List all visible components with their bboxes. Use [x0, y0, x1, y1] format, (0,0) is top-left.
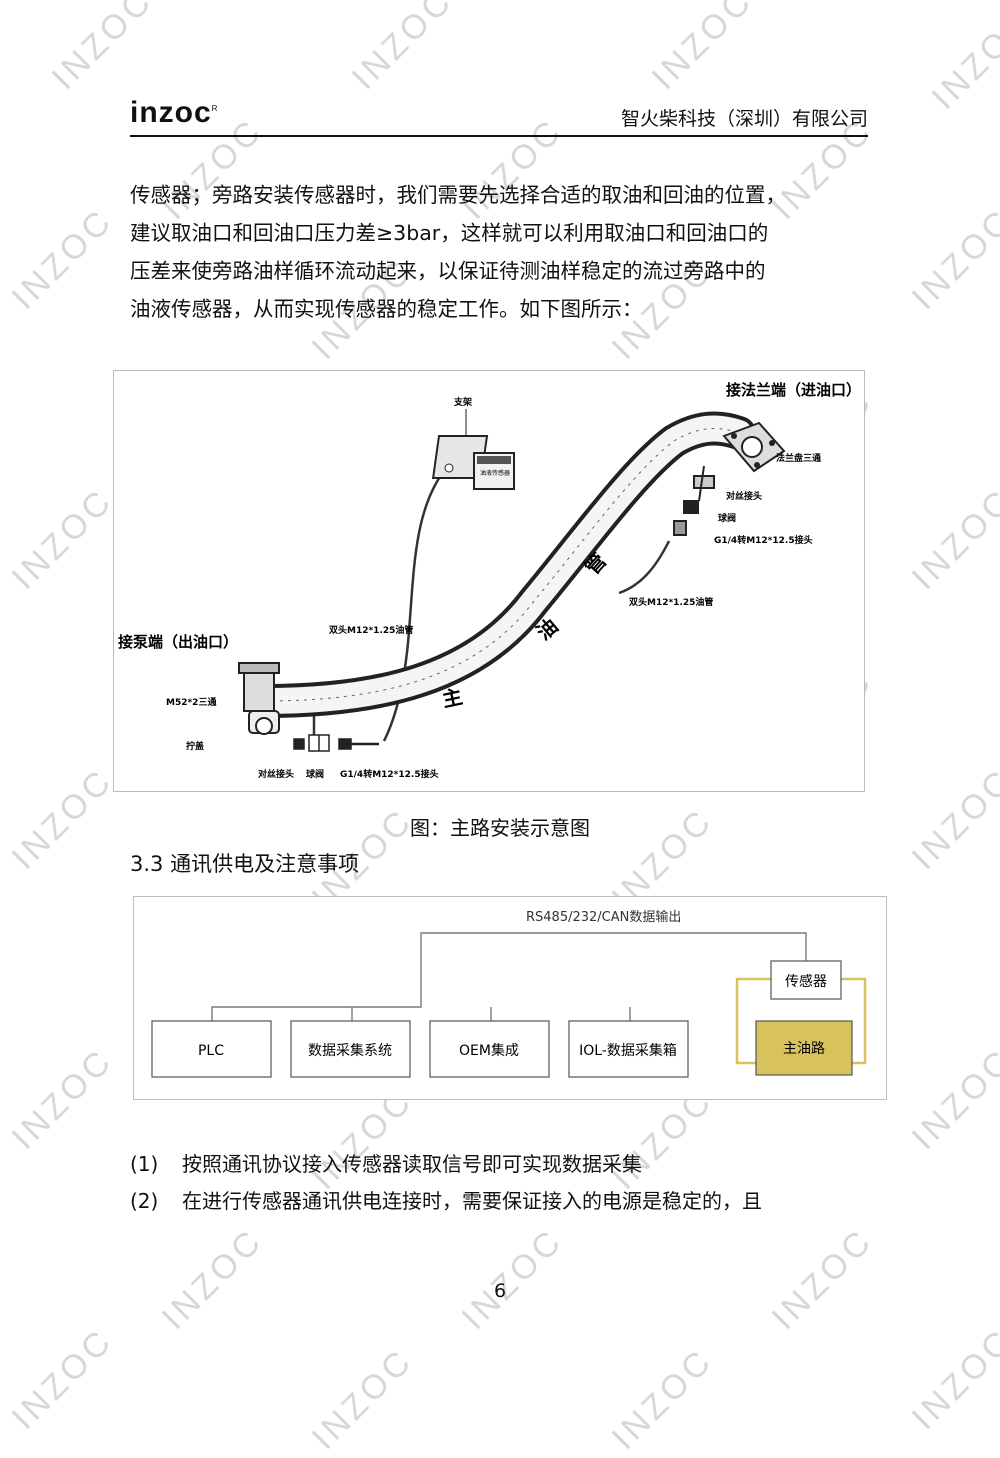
svg-text:OEM集成: OEM集成: [459, 1042, 519, 1059]
label-flange-end: 接法兰端（进油口）: [726, 381, 861, 399]
pipe-char: 主: [440, 684, 465, 712]
bus-lines: [211, 932, 807, 1021]
oil-sensor: 油液传感器: [473, 452, 515, 490]
section-heading: 3.3 通讯供电及注意事项: [130, 852, 360, 876]
label-hose-top: 双头M12*1.25油管: [629, 596, 713, 608]
watermark-text: INZOC: [644, 0, 761, 98]
label-adapter-top: G1/4转M12*12.5接头: [714, 534, 813, 546]
label-adapter-bottom: G1/4转M12*12.5接头: [340, 768, 439, 780]
list-item: (2) 在进行传感器通讯供电连接时，需要保证接入的电源是稳定的，且: [130, 1183, 762, 1220]
main-oil-line-box: 主油路: [755, 1020, 853, 1076]
body-line: 压差来使旁路油样循环流动起来，以保证待测油样稳定的流过旁路中的: [130, 259, 766, 283]
device-box-oem: OEM集成: [429, 1020, 550, 1078]
notes-list: (1) 按照通讯协议接入传感器读取信号即可实现数据采集 (2) 在进行传感器通讯…: [130, 1146, 762, 1220]
watermark-text: INZOC: [4, 481, 121, 598]
sensor-box: 传感器: [770, 960, 842, 1000]
list-text: 按照通讯协议接入传感器读取信号即可实现数据采集: [182, 1152, 642, 1176]
body-line: 油液传感器，从而实现传感器的稳定工作。如下图所示：: [130, 297, 643, 321]
device-box-iol: IOL-数据采集箱: [568, 1020, 689, 1078]
watermark-text: INZOC: [924, 1, 1000, 118]
watermark-text: INZOC: [4, 201, 121, 318]
label-cap: 拧盖: [186, 740, 204, 752]
watermark-text: INZOC: [44, 0, 161, 98]
flange-tee: [722, 421, 786, 473]
label-coupler-top: 对丝接头: [726, 490, 762, 502]
bus-label: RS485/232/CAN数据输出: [526, 909, 681, 925]
list-item: (1) 按照通讯协议接入传感器读取信号即可实现数据采集: [130, 1146, 762, 1183]
oil-hose-top: [382, 470, 446, 742]
watermark-text: INZOC: [4, 1321, 121, 1438]
label-flange-tee: 法兰盘三通: [776, 452, 821, 464]
label-bracket: 支架: [453, 396, 472, 408]
watermark-text: INZOC: [904, 1041, 1000, 1158]
label-hose-left: 双头M12*1.25油管: [329, 624, 413, 636]
watermark-text: INZOC: [344, 0, 461, 98]
company-name: 智火柴科技（深圳）有限公司: [620, 108, 868, 130]
svg-text:PLC: PLC: [198, 1043, 224, 1059]
svg-text:数据采集系统: 数据采集系统: [308, 1042, 392, 1059]
body-paragraph: 传感器；旁路安装传感器时，我们需要先选择合适的取油和回油的位置， 建议取油口和回…: [130, 176, 870, 328]
device-box-plc: PLC: [151, 1020, 272, 1078]
main-line-installation-diagram: 主 油 管 油液传感器: [113, 370, 865, 792]
body-line: 建议取油口和回油口压力差≥3bar，这样就可以利用取油口和回油口的: [130, 221, 769, 245]
watermark-text: INZOC: [4, 1041, 121, 1158]
label-tee: M52*2三通: [166, 696, 216, 708]
page-number: 6: [493, 1280, 507, 1302]
watermark-text: INZOC: [904, 481, 1000, 598]
figure-caption: 图：主路安装示意图: [410, 816, 590, 840]
watermark-text: INZOC: [904, 1321, 1000, 1438]
list-text: 在进行传感器通讯供电连接时，需要保证接入的电源是稳定的，且: [182, 1189, 762, 1213]
page-header: inzocR 智火柴科技（深圳）有限公司: [130, 92, 868, 136]
label-pump-end: 接泵端（出油口）: [118, 633, 238, 651]
header-divider: [130, 135, 868, 137]
body-line: 传感器；旁路安装传感器时，我们需要先选择合适的取油和回油的位置，: [130, 183, 786, 207]
svg-text:主油路: 主油路: [783, 1041, 825, 1057]
watermark-text: INZOC: [904, 201, 1000, 318]
label-valve-top: 球阀: [718, 512, 736, 524]
oil-hose-right: [618, 540, 671, 595]
pump-tee: [238, 662, 280, 735]
sensor-label: 油液传感器: [480, 469, 510, 477]
label-coupler-bottom: 对丝接头: [258, 768, 294, 780]
label-valve-bottom: 球阀: [306, 768, 324, 780]
watermark-text: INZOC: [604, 1341, 721, 1458]
fittings-bottom: [293, 734, 379, 752]
watermark-text: INZOC: [304, 1341, 421, 1458]
device-box-daq: 数据采集系统: [290, 1020, 411, 1078]
svg-text:传感器: 传感器: [785, 973, 827, 990]
list-number: (2): [130, 1189, 159, 1213]
inzoc-logo: inzocR: [130, 96, 219, 129]
svg-text:IOL-数据采集箱: IOL-数据采集箱: [579, 1042, 677, 1059]
list-number: (1): [130, 1152, 159, 1176]
fittings-top: [673, 465, 715, 536]
communication-wiring-diagram: RS485/232/CAN数据输出 PLC 数据采集系统 OEM集成 IOL-数…: [133, 896, 887, 1100]
